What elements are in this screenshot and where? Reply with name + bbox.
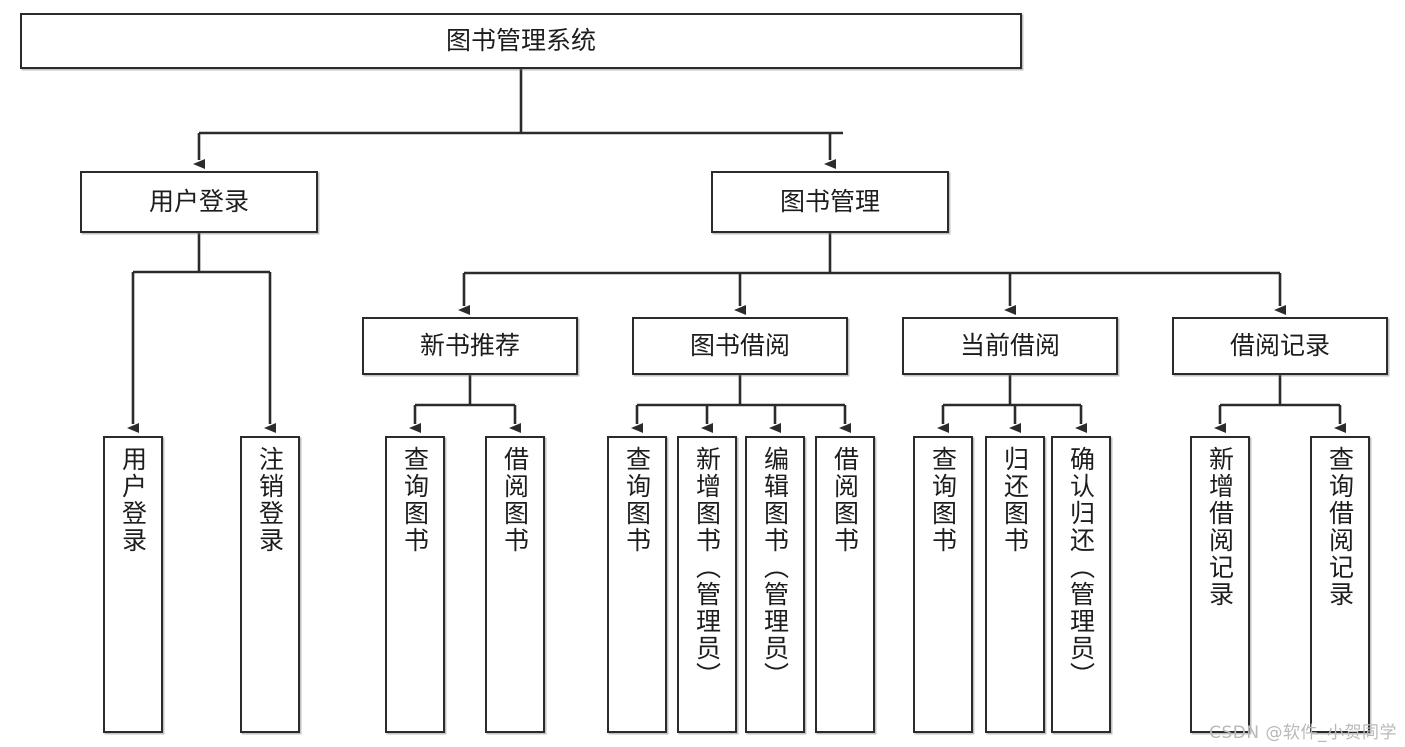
node-leaf-confirm-return[interactable]: 确认归还（管理员）: [1051, 436, 1111, 733]
node-leaf-query-record[interactable]: 查询借阅记录: [1310, 436, 1370, 733]
node-leaf-user-login[interactable]: 用户登录: [103, 436, 163, 733]
node-leaf-user-login-label: 用户登录: [118, 446, 148, 554]
node-root[interactable]: 图书管理系统: [20, 13, 1022, 69]
node-leaf-query-book-1[interactable]: 查询图书: [385, 436, 445, 733]
node-leaf-query-book-2[interactable]: 查询图书: [607, 436, 667, 733]
node-leaf-query-book-1-label: 查询图书: [400, 446, 430, 554]
node-current-borrow-label: 当前借阅: [959, 331, 1060, 360]
node-leaf-borrow-book-2[interactable]: 借阅图书: [815, 436, 875, 733]
node-root-label: 图书管理系统: [445, 26, 596, 55]
node-new-book-recommend-label: 新书推荐: [419, 331, 520, 360]
watermark-text: CSDN @软件_小贺同学: [1209, 723, 1397, 743]
node-book-borrow[interactable]: 图书借阅: [632, 317, 848, 375]
node-borrow-record[interactable]: 借阅记录: [1172, 317, 1388, 375]
node-leaf-add-book-label: 新增图书（管理员）: [692, 446, 722, 689]
node-leaf-add-record[interactable]: 新增借阅记录: [1190, 436, 1250, 733]
node-user-login-label: 用户登录: [148, 187, 249, 216]
node-leaf-logout-label: 注销登录: [255, 446, 285, 554]
node-new-book-recommend[interactable]: 新书推荐: [362, 317, 578, 375]
node-leaf-query-record-label: 查询借阅记录: [1325, 446, 1355, 608]
node-book-manage[interactable]: 图书管理: [711, 171, 949, 233]
node-leaf-return-book[interactable]: 归还图书: [985, 436, 1045, 733]
node-leaf-edit-book[interactable]: 编辑图书（管理员）: [745, 436, 805, 733]
node-leaf-borrow-book-1-label: 借阅图书: [500, 446, 530, 554]
node-leaf-edit-book-label: 编辑图书（管理员）: [760, 446, 790, 689]
node-current-borrow[interactable]: 当前借阅: [902, 317, 1118, 375]
node-leaf-add-record-label: 新增借阅记录: [1205, 446, 1235, 608]
node-leaf-query-book-2-label: 查询图书: [622, 446, 652, 554]
node-user-login[interactable]: 用户登录: [80, 171, 318, 233]
node-leaf-borrow-book-2-label: 借阅图书: [830, 446, 860, 554]
node-leaf-query-book-3-label: 查询图书: [928, 446, 958, 554]
node-leaf-return-book-label: 归还图书: [1000, 446, 1030, 554]
node-borrow-record-label: 借阅记录: [1229, 331, 1330, 360]
node-leaf-query-book-3[interactable]: 查询图书: [913, 436, 973, 733]
node-leaf-add-book[interactable]: 新增图书（管理员）: [677, 436, 737, 733]
node-book-manage-label: 图书管理: [779, 187, 880, 216]
node-leaf-borrow-book-1[interactable]: 借阅图书: [485, 436, 545, 733]
node-leaf-confirm-return-label: 确认归还（管理员）: [1066, 446, 1096, 689]
node-book-borrow-label: 图书借阅: [689, 331, 790, 360]
node-leaf-logout[interactable]: 注销登录: [240, 436, 300, 733]
